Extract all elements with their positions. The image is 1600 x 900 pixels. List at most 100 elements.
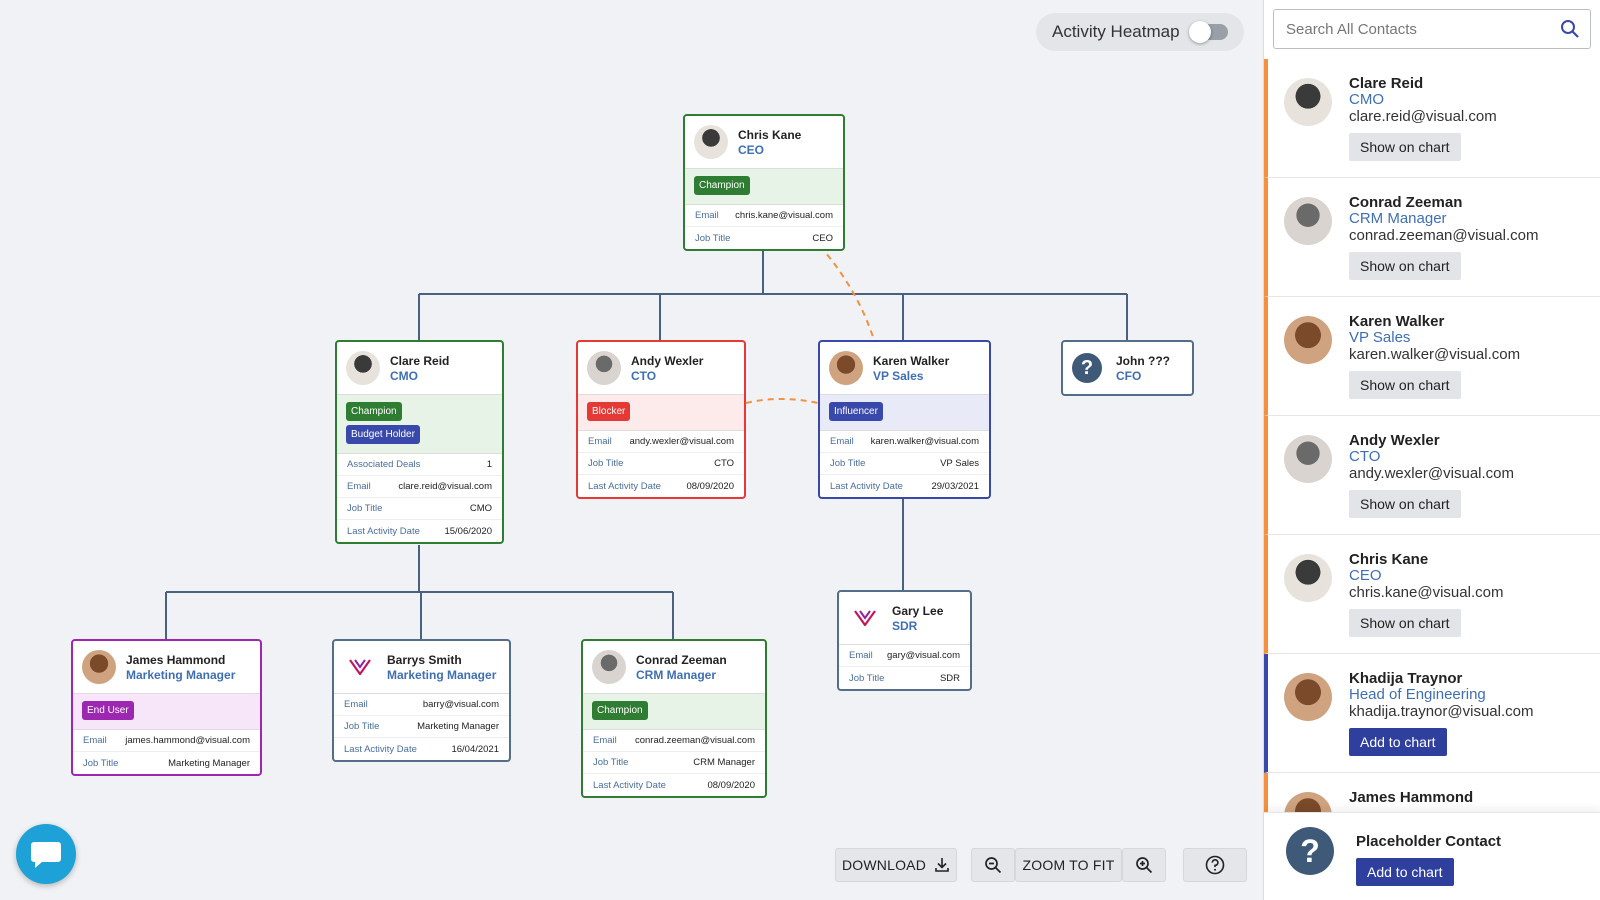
card-role: Marketing Manager: [126, 667, 236, 682]
avatar: [1284, 435, 1332, 483]
search-input[interactable]: [1286, 20, 1546, 38]
contact-name: Khadija Traynor: [1349, 670, 1463, 687]
avatar: [587, 351, 621, 385]
tag-champion: Champion: [592, 701, 648, 720]
tag-budget-holder: Budget Holder: [346, 425, 420, 444]
contact-name: Chris Kane: [1349, 551, 1429, 568]
contact-list: Clare Reid CMO clare.reid@visual.com Sho…: [1264, 59, 1600, 892]
card-role: SDR: [892, 618, 918, 633]
avatar: [829, 351, 863, 385]
contact-email: khadija.traynor@visual.com: [1349, 703, 1534, 720]
avatar: [346, 351, 380, 385]
dashed-link-andy-karen: [745, 398, 819, 404]
zoom-in-icon: [1136, 857, 1153, 874]
tag-influencer: Influencer: [829, 402, 883, 421]
zoom-out-button[interactable]: [971, 848, 1015, 882]
avatar: [694, 125, 728, 159]
show-on-chart-button[interactable]: Show on chart: [1349, 371, 1461, 399]
card-role: CTO: [631, 368, 657, 383]
question-icon: ?: [1286, 827, 1334, 875]
contact-name: Clare Reid: [1349, 75, 1424, 92]
contact-role: CEO: [1349, 567, 1382, 584]
avatar: [1284, 78, 1332, 126]
contact-item-clare-reid: Clare Reid CMO clare.reid@visual.com Sho…: [1264, 59, 1600, 178]
download-label: DOWNLOAD: [841, 857, 927, 873]
contact-role: CMO: [1349, 91, 1384, 108]
card-role: CFO: [1116, 368, 1142, 383]
contact-email: conrad.zeeman@visual.com: [1349, 227, 1539, 244]
card-name: Clare Reid: [390, 353, 450, 368]
contact-name: James Hammond: [1349, 789, 1474, 806]
zoom-in-button[interactable]: [1122, 848, 1166, 882]
add-to-chart-button[interactable]: Add to chart: [1356, 858, 1454, 886]
tag-champion: Champion: [694, 176, 750, 195]
card-role: VP Sales: [873, 368, 924, 383]
card-name: Andy Wexler: [631, 353, 704, 368]
question-icon: ?: [1072, 353, 1102, 383]
card-name: James Hammond: [126, 652, 226, 667]
show-on-chart-button[interactable]: Show on chart: [1349, 609, 1461, 637]
zoom-to-fit-label: ZOOM TO FIT: [1022, 857, 1115, 873]
chat-launcher-button[interactable]: [16, 824, 76, 884]
tag-blocker: Blocker: [587, 402, 631, 421]
chat-icon: [31, 842, 61, 868]
card-john-placeholder[interactable]: ? John ???CFO: [1061, 340, 1194, 396]
toggle-switch[interactable]: [1189, 21, 1228, 43]
add-to-chart-button[interactable]: Add to chart: [1349, 728, 1447, 756]
zoom-to-fit-button[interactable]: ZOOM TO FIT: [1015, 848, 1122, 882]
zoom-out-icon: [985, 857, 1002, 874]
help-button[interactable]: [1183, 848, 1247, 882]
contact-name: Karen Walker: [1349, 313, 1445, 330]
show-on-chart-button[interactable]: Show on chart: [1349, 252, 1461, 280]
avatar: [82, 650, 116, 684]
card-tags: Champion: [685, 168, 843, 204]
avatar: [1284, 197, 1332, 245]
search-icon[interactable]: [1560, 19, 1580, 39]
download-button[interactable]: DOWNLOAD: [835, 848, 957, 882]
card-name: Gary Lee: [892, 603, 944, 618]
card-name: Chris Kane: [738, 127, 802, 142]
placeholder-name: Placeholder Contact: [1356, 833, 1502, 850]
visual-logo-icon: [343, 650, 377, 684]
help-icon: [1205, 855, 1225, 875]
activity-heatmap-toggle[interactable]: Activity Heatmap: [1036, 13, 1244, 51]
card-tags: Champion: [583, 693, 765, 729]
contact-item-chris-kane: Chris Kane CEO chris.kane@visual.com Sho…: [1264, 535, 1600, 654]
chart-connectors: [165, 245, 1128, 639]
contact-email: clare.reid@visual.com: [1349, 108, 1497, 125]
card-tags: Blocker: [578, 394, 744, 430]
show-on-chart-button[interactable]: Show on chart: [1349, 490, 1461, 518]
download-icon: [935, 858, 949, 872]
tag-end-user: End User: [82, 701, 134, 720]
show-on-chart-button[interactable]: Show on chart: [1349, 133, 1461, 161]
contact-role: CRM Manager: [1349, 210, 1447, 227]
contact-email: andy.wexler@visual.com: [1349, 465, 1515, 482]
placeholder-contact: ? Placeholder Contact Add to chart: [1264, 812, 1600, 900]
contact-name: Conrad Zeeman: [1349, 194, 1463, 211]
